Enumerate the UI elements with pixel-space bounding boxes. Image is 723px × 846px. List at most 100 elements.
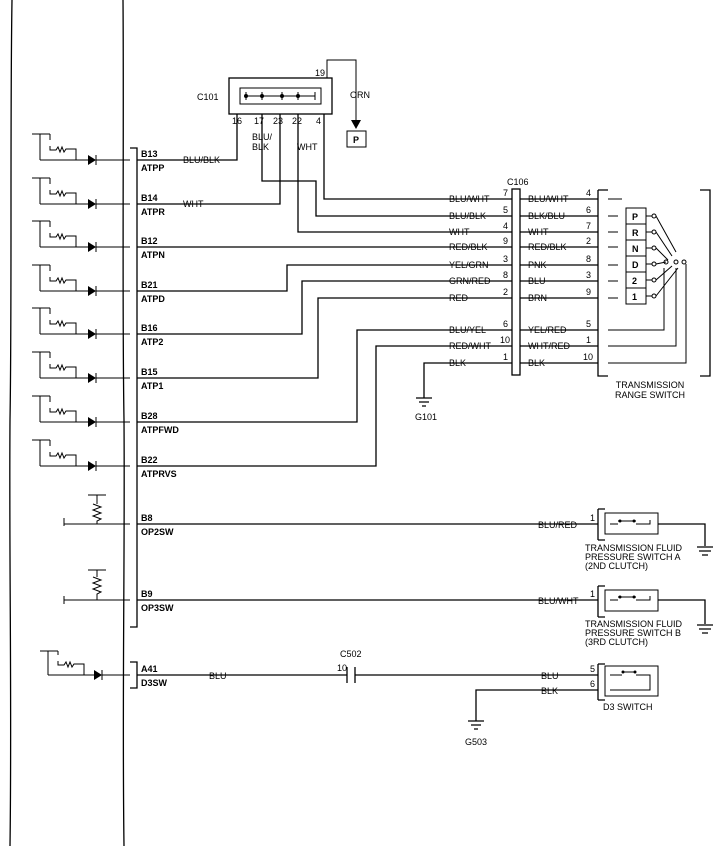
psa-wire: BLU/RED: [538, 520, 578, 530]
c106-sw-pin-6: 9: [586, 287, 591, 297]
c106-in-pin-1: 5: [503, 205, 508, 215]
c106-label: C106: [507, 177, 529, 187]
c101-wire-blk: BLK: [252, 142, 269, 152]
ecu-circuit-b12: [32, 220, 130, 252]
position-2: 2: [632, 276, 637, 286]
signal-atpd: ATPD: [141, 294, 165, 304]
c106-out-wire-6: BRN: [528, 293, 547, 303]
signal-atpr: ATPR: [141, 207, 165, 217]
c106-sw-pin-3: 2: [586, 236, 591, 246]
c106-in-wire-0: BLU/WHT: [449, 194, 490, 204]
ecu-input-circuits: [32, 133, 130, 680]
signal-atprvs: ATPRVS: [141, 469, 177, 479]
c106-in-wire-5: GRN/RED: [449, 276, 491, 286]
c101-pin-17: 17: [254, 116, 264, 126]
range-switch-labels: P R N D 2 1 TRANSMISSION RANGE SWITCH: [615, 212, 685, 400]
pin-b12: B12: [141, 236, 158, 246]
c101-pin-22: 22: [292, 116, 302, 126]
c106-out-wire-7: YEL/RED: [528, 325, 567, 335]
wire-label-blu-blk: BLU/BLK: [183, 155, 220, 165]
c101-wire-orn: ORN: [350, 90, 370, 100]
ecu-circuit-a41: [40, 650, 130, 680]
g101-ground-icon: [416, 397, 432, 407]
c106-sw-pin-4: 8: [586, 254, 591, 264]
position-n: N: [632, 244, 639, 254]
pressure-switch-a-labels: BLU/RED 1 TRANSMISSION FLUID PRESSURE SW…: [538, 513, 683, 571]
pin-b8: B8: [141, 513, 153, 523]
ecu-connector-bracket-a: [130, 661, 138, 689]
c106-in-pin-4: 3: [503, 254, 508, 264]
d3-pin-6: 6: [590, 679, 595, 689]
range-switch-title-1: TRANSMISSION: [616, 380, 685, 390]
ecu-circuit-b28: [32, 395, 130, 427]
psa-title-1: TRANSMISSION FLUID: [585, 543, 683, 553]
c101-wire-wht: WHT: [297, 142, 318, 152]
g503-ground-icon: [468, 720, 484, 730]
ecu-circuit-b21: [32, 264, 130, 296]
psb-wire: BLU/WHT: [538, 596, 579, 606]
psb-pin: 1: [590, 589, 595, 599]
signal-atpfwd: ATPFWD: [141, 425, 179, 435]
psa-title-3: (2ND CLUTCH): [585, 561, 648, 571]
ecu-circuit-b8: [63, 494, 130, 526]
d3-pin-5: 5: [590, 664, 595, 674]
pin-b22: B22: [141, 455, 158, 465]
c106-in-pin-5: 8: [503, 270, 508, 280]
pressure-switch-a: [597, 508, 713, 556]
wire-label-blu: BLU: [209, 671, 227, 681]
c106-sw-pin-1: 6: [586, 205, 591, 215]
c106-in-wire-6: RED: [449, 293, 469, 303]
range-switch-title-2: RANGE SWITCH: [615, 390, 685, 400]
c106-labels: C106 BLU/WHT 7 4 BLU/WHT BLU/BLK 5 6 BLK…: [449, 177, 593, 368]
ecu-circuit-b14: [32, 177, 130, 209]
d3-switch: [597, 663, 659, 701]
c106-in-wire-1: BLU/BLK: [449, 211, 486, 221]
d3-wire-blk: BLK: [541, 686, 558, 696]
c101-pin-4: 4: [316, 116, 321, 126]
c106-out-wire-1: BLK/BLU: [528, 211, 565, 221]
d3-title: D3 SWITCH: [603, 702, 653, 712]
c106-in-pin-3: 9: [503, 236, 508, 246]
psa-pin: 1: [590, 513, 595, 523]
c106-in-wire-9: BLK: [449, 358, 466, 368]
d3-wire-blu: BLU: [541, 671, 559, 681]
c502-pin: 10: [337, 663, 347, 673]
ecu-circuit-b16: [32, 307, 130, 339]
c101-pin-16: 16: [232, 116, 242, 126]
psa-title-2: PRESSURE SWITCH A: [585, 552, 681, 562]
c101-label: C101: [197, 92, 219, 102]
c106-in-pin-9: 1: [503, 352, 508, 362]
ecu-circuit-b15: [32, 351, 130, 383]
c106-out-wire-8: WHT/RED: [528, 341, 570, 351]
pressure-switch-b-labels: BLU/WHT 1 TRANSMISSION FLUID PRESSURE SW…: [538, 589, 683, 647]
psb-title-2: PRESSURE SWITCH B: [585, 628, 681, 638]
signal-op2sw: OP2SW: [141, 527, 174, 537]
c106-out-wire-5: BLU: [528, 276, 546, 286]
c106-out-wire-0: BLU/WHT: [528, 194, 569, 204]
c106-sw-pin-7: 5: [586, 319, 591, 329]
g101-label: G101: [415, 412, 437, 422]
signal-op3sw: OP3SW: [141, 603, 174, 613]
c106-sw-pin-0: 4: [586, 188, 591, 198]
ecu-pin-labels: B13 ATPP B14 ATPR B12 ATPN B21 ATPD B16 …: [141, 149, 179, 688]
signal-atpp: ATPP: [141, 163, 164, 173]
signal-atp2: ATP2: [141, 337, 163, 347]
c106-connector: [511, 188, 521, 376]
g503-label: G503: [465, 737, 487, 747]
c106-in-wire-2: WHT: [449, 227, 470, 237]
c106-in-wire-3: RED/BLK: [449, 242, 488, 252]
position-1: 1: [632, 292, 637, 302]
c101-wire-blu: BLU/: [252, 132, 273, 142]
c106-in-wire-4: YEL/GRN: [449, 260, 489, 270]
signal-atpn: ATPN: [141, 250, 165, 260]
psb-title-3: (3RD CLUTCH): [585, 637, 648, 647]
ecu-circuit-b22: [32, 439, 130, 471]
wire-label-wht: WHT: [183, 199, 204, 209]
c106-out-wire-3: RED/BLK: [528, 242, 567, 252]
c106-in-pin-8: 10: [500, 335, 510, 345]
pressure-switch-b: [597, 585, 713, 634]
transmission-range-switch: [597, 189, 711, 377]
c106-in-wire-8: RED/WHT: [449, 341, 491, 351]
c101-labels: C101 16 17 23 22 4 19 BLU/ BLK WHT ORN P: [197, 68, 370, 152]
